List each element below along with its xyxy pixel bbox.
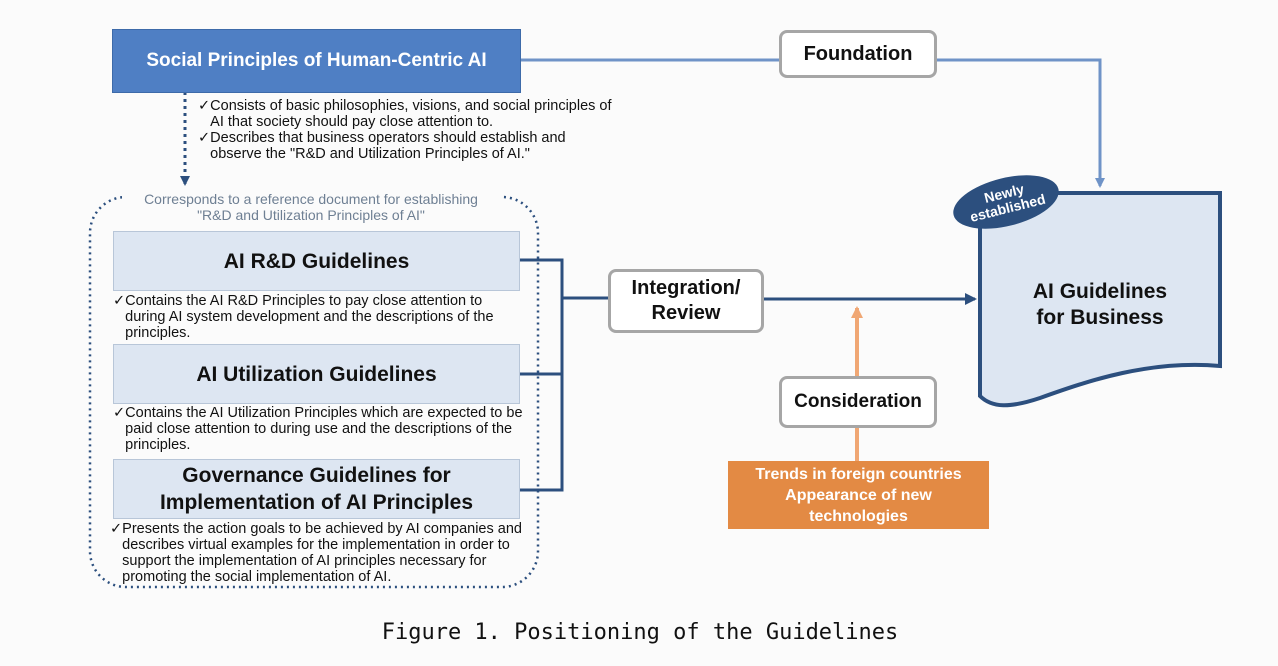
integration-review-label: Integration/ Review	[608, 269, 764, 333]
ai-rd-guidelines-box: AI R&D Guidelines	[113, 231, 520, 291]
business-document-shape	[978, 191, 1222, 408]
social-principles-bullets: ✓ Consists of basic philosophies, vision…	[198, 98, 618, 162]
foundation-label: Foundation	[779, 30, 937, 78]
social-principles-title: Social Principles of Human-Centric AI	[146, 50, 487, 71]
social-principles-box: Social Principles of Human-Centric AI	[112, 29, 521, 93]
governance-guidelines-bullet: ✓ Presents the action goals to be achiev…	[110, 521, 522, 585]
check-icon: ✓	[198, 98, 211, 114]
social-bullet-2: ✓ Describes that business operators shou…	[198, 130, 566, 162]
foundation-connector	[520, 58, 1105, 188]
trends-box: Trends in foreign countries Appearance o…	[728, 461, 989, 529]
reference-note: Corresponds to a reference document for …	[122, 191, 500, 223]
ai-utilization-guidelines-bullet: ✓ Contains the AI Utilization Principles…	[113, 405, 523, 453]
ai-rd-guidelines-bullet: ✓ Contains the AI R&D Principles to pay …	[113, 293, 494, 341]
governance-guidelines-box: Governance Guidelines for Implementation…	[113, 459, 520, 519]
check-icon: ✓	[198, 130, 211, 146]
figure-caption: Figure 1. Positioning of the Guidelines	[381, 620, 899, 645]
newly-established-badge	[953, 175, 1059, 229]
consideration-label: Consideration	[779, 376, 937, 428]
ai-guidelines-for-business-title: AI Guidelines for Business	[1032, 280, 1168, 329]
check-icon: ✓	[113, 405, 126, 421]
check-icon: ✓	[113, 293, 126, 309]
check-icon: ✓	[110, 521, 123, 537]
guidelines-bracket	[519, 258, 608, 492]
social-bullet-1: ✓ Consists of basic philosophies, vision…	[198, 98, 612, 130]
ai-utilization-guidelines-box: AI Utilization Guidelines	[113, 344, 520, 404]
